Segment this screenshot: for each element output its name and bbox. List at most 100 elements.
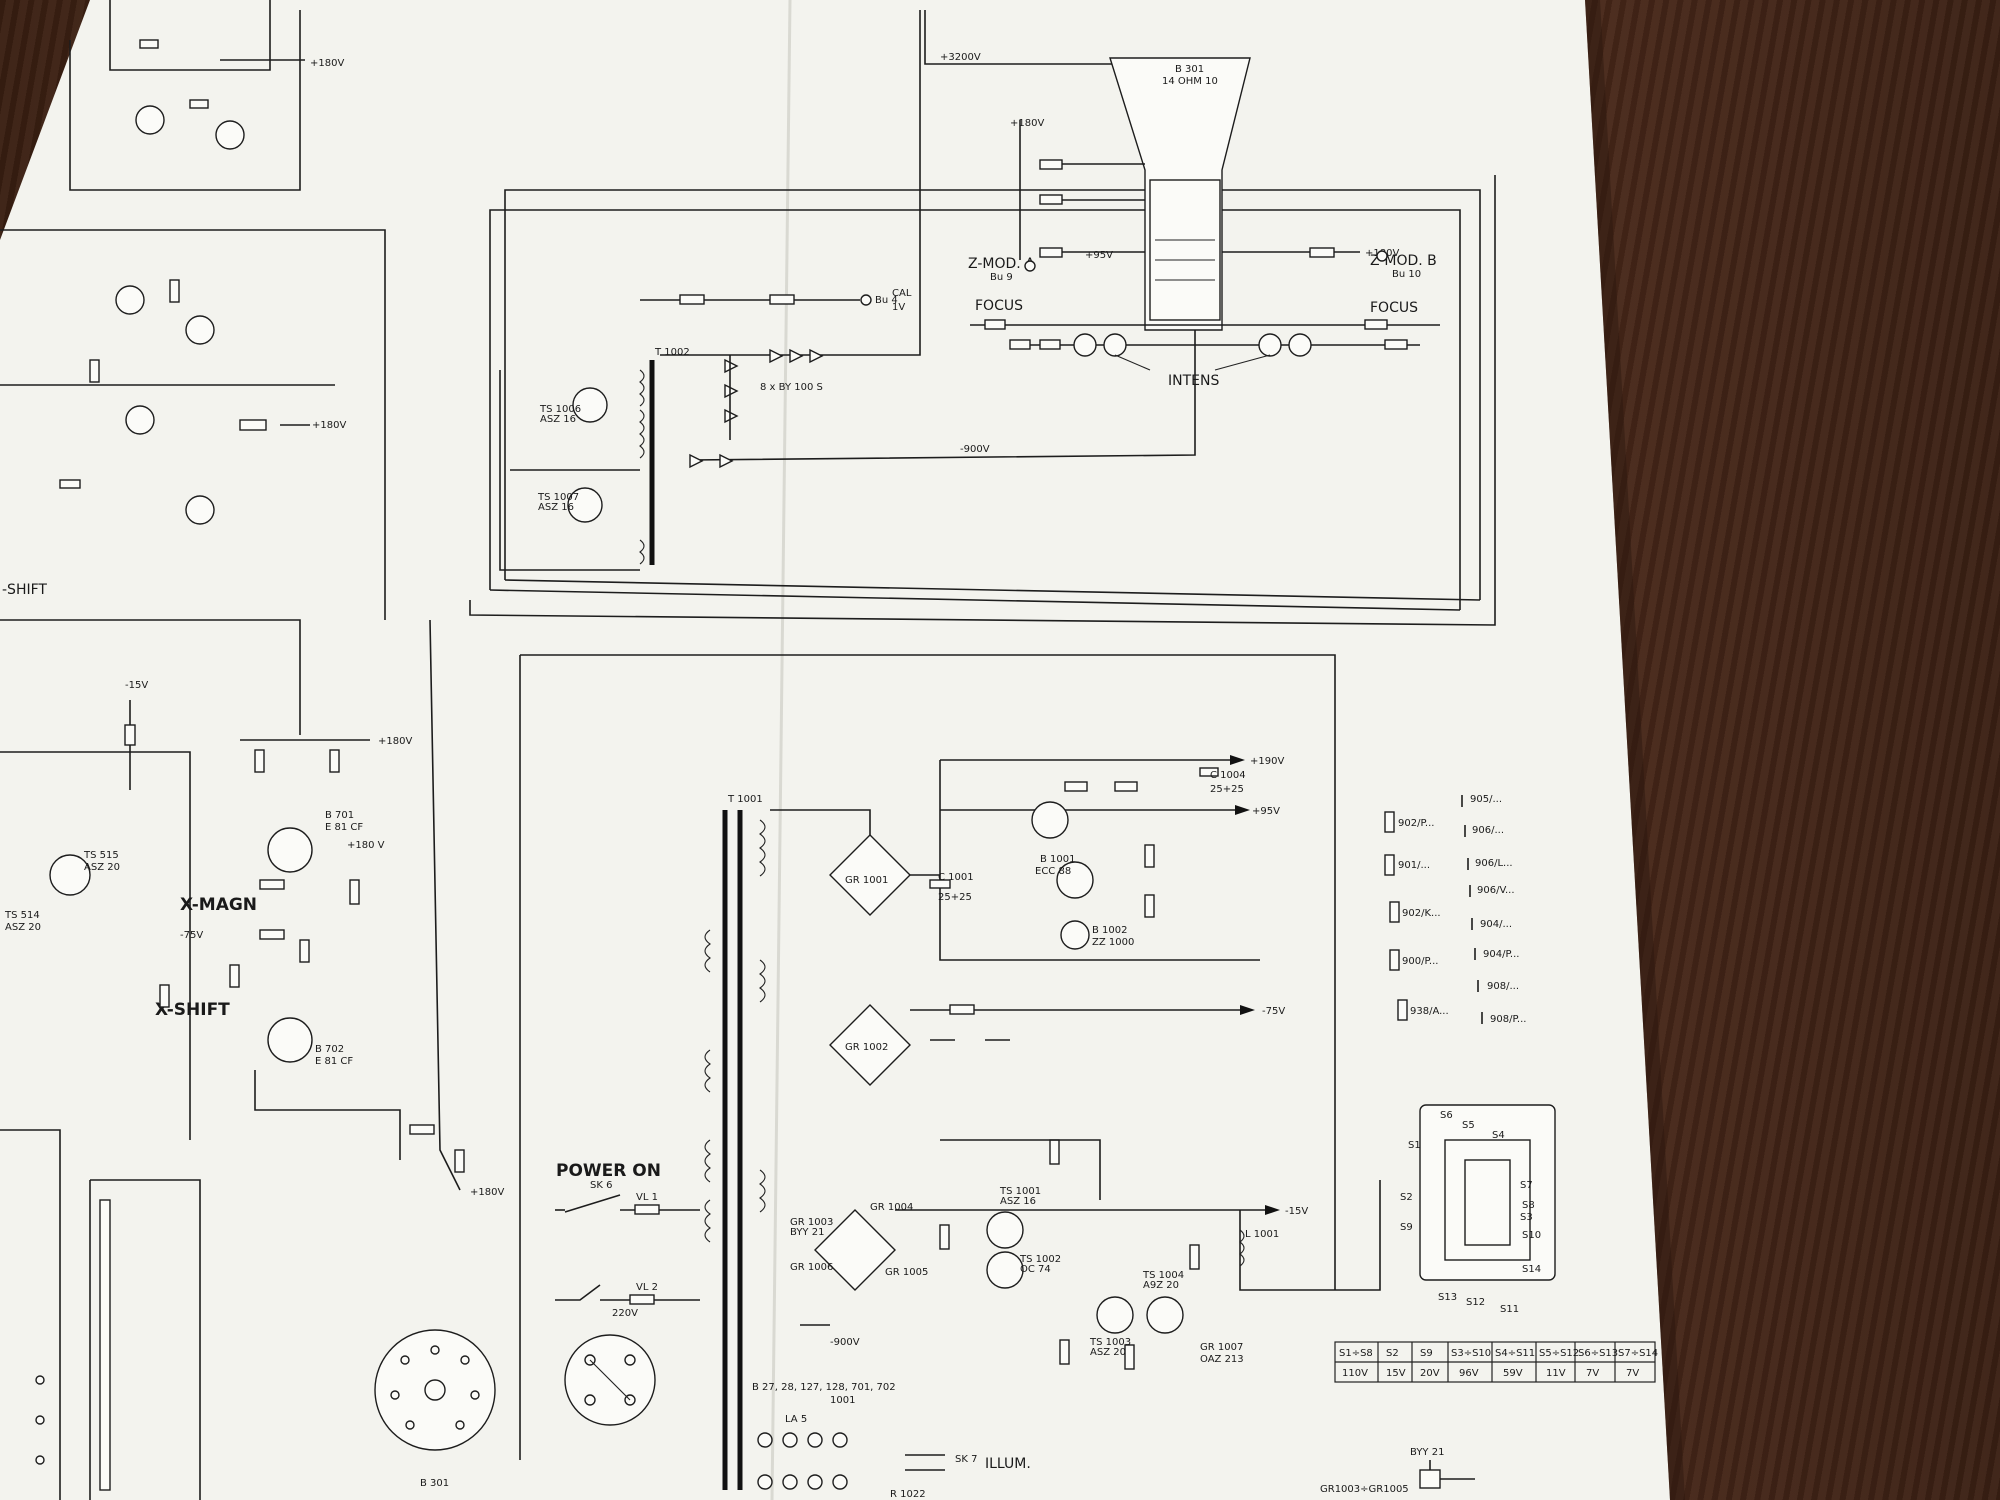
svg-text:901/...: 901/... [1398,860,1430,871]
focus-left-label: FOCUS [975,298,1023,314]
svg-text:TS 1006: TS 1006 [539,404,581,415]
svg-text:B 1001: B 1001 [1040,854,1076,865]
svg-text:S7: S7 [1520,1180,1533,1191]
svg-text:S8: S8 [1522,1200,1535,1211]
svg-text:TS 1007: TS 1007 [537,492,579,503]
svg-text:S3: S3 [1520,1212,1533,1223]
svg-text:VL 2: VL 2 [636,1282,658,1293]
svg-text:900/P...: 900/P... [1402,956,1438,967]
svg-text:E 81 CF: E 81 CF [315,1056,353,1067]
svg-text:TS 1002: TS 1002 [1019,1254,1061,1265]
svg-text:ASZ 20: ASZ 20 [84,862,120,873]
svg-text:ECC 88: ECC 88 [1035,866,1071,877]
svg-text:Bu 9: Bu 9 [990,272,1013,283]
z-mod-a-jack [1024,260,1036,272]
svg-text:GR 1004: GR 1004 [870,1202,913,1213]
svg-text:S14: S14 [1522,1264,1541,1275]
crt-name: B 301 [1175,64,1204,75]
table-cell: 110V [1342,1368,1368,1379]
svg-text:+180V: +180V [312,420,346,431]
svg-text:ASZ 16: ASZ 16 [540,414,576,425]
svg-text:S4: S4 [1492,1130,1505,1141]
svg-text:-75V: -75V [1262,1006,1285,1017]
svg-text:904/P...: 904/P... [1483,949,1519,960]
hv-diode-bank: 8 x BY 100 S -900V [660,10,1196,469]
svg-text:B 27, 28, 127, 128, 701, 702: B 27, 28, 127, 128, 701, 702 [752,1382,896,1393]
table-cell: 59V [1503,1368,1523,1379]
svg-text:VL 1: VL 1 [636,1192,658,1203]
svg-text:-75V: -75V [180,930,203,941]
transformer-layout: S6 S5 S4 S1 S7 S2 S8 S3 S9 S10 S14 S13 S… [1400,1104,1556,1315]
svg-text:GR 1005: GR 1005 [885,1267,928,1278]
svg-text:GR 1007: GR 1007 [1200,1342,1243,1353]
table-header: S3÷S10 [1451,1348,1491,1359]
svg-text:B 702: B 702 [315,1044,344,1055]
table-header: S5÷S12 [1539,1348,1579,1359]
svg-text:ASZ 16: ASZ 16 [1000,1196,1036,1207]
table-cell: 20V [1420,1368,1440,1379]
svg-text:ILLUM.: ILLUM. [985,1456,1031,1472]
svg-text:B 301: B 301 [420,1478,449,1489]
svg-text:25+25: 25+25 [1210,784,1244,795]
illumination-circuit: LA 5 ILLUM. SK 7 R 1022 [757,1414,1031,1500]
svg-text:T 1001: T 1001 [727,794,763,805]
power-on-label: POWER ON [556,1161,661,1181]
svg-text:1001: 1001 [830,1395,855,1406]
deflection-amplifier: -15V TS 515 ASZ 20 TS 514 ASZ 20 B 701 E… [0,619,504,1198]
svg-text:GR 1002: GR 1002 [845,1042,888,1053]
crt-lower-network [970,319,1440,371]
svg-text:TS 1003: TS 1003 [1089,1337,1131,1348]
svg-text:S11: S11 [1500,1304,1519,1315]
diode-outline [1419,1460,1475,1489]
hv-supply-line: +3200V [469,10,1496,626]
svg-text:E 81 CF: E 81 CF [325,822,363,833]
svg-text:C 1004: C 1004 [1210,770,1246,781]
svg-text:B 701: B 701 [325,810,354,821]
svg-text:GR 1006: GR 1006 [790,1262,833,1273]
svg-text:+180V: +180V [310,58,344,69]
x-magn-label: X-MAGN [180,895,257,915]
svg-text:+3200V: +3200V [940,52,981,63]
svg-text:-15V: -15V [1285,1206,1308,1217]
focus-right-label: FOCUS [1370,300,1418,316]
upper-left-amplifier: +180V +180V [0,0,386,735]
svg-text:+190V: +190V [1250,756,1284,767]
svg-text:1V: 1V [892,302,905,313]
svg-text:S10: S10 [1522,1230,1541,1241]
table-cell: 7V [1626,1368,1639,1379]
svg-text:SK 7: SK 7 [955,1454,977,1465]
svg-text:906/...: 906/... [1472,825,1504,836]
svg-text:OAZ 213: OAZ 213 [1200,1354,1244,1365]
table-header: S9 [1420,1348,1433,1359]
table-header: S2 [1386,1348,1399,1359]
svg-text:TS 1001: TS 1001 [999,1186,1041,1197]
y-shift-label: -SHIFT [2,582,47,598]
x-shift-label: X-SHIFT [155,1000,230,1020]
svg-text:-15V: -15V [125,680,148,691]
svg-text:C 1001: C 1001 [938,872,974,883]
svg-text:+180V: +180V [1010,118,1044,129]
voltage-table: S1÷S8 S2 S9 S3÷S10 S4÷S11 S5÷S12 S6÷S13 … [1334,1341,1658,1383]
paper-shadow [1585,0,1685,1500]
table-cell: 96V [1459,1368,1479,1379]
svg-text:Bu 4: Bu 4 [875,295,898,306]
svg-text:GR 1003: GR 1003 [790,1217,833,1228]
svg-text:B 1002: B 1002 [1092,925,1128,936]
svg-text:A9Z 20: A9Z 20 [1143,1280,1179,1291]
table-header: S6÷S13 [1578,1348,1618,1359]
table-header: S7÷S14 [1618,1348,1658,1359]
svg-text:T 1002: T 1002 [654,347,690,358]
cal-output: Bu 4 CAL 1V [640,288,912,313]
svg-text:ASZ 20: ASZ 20 [1090,1347,1126,1358]
table-cell: 7V [1586,1368,1599,1379]
svg-text:TS 515: TS 515 [83,850,119,861]
power-switch[interactable]: POWER ON SK 6 VL 1 VL 2 220V [555,1161,700,1319]
svg-text:ASZ 16: ASZ 16 [538,502,574,513]
svg-text:S6: S6 [1440,1110,1453,1121]
hv-converter: T 1002 TS 1006 ASZ 16 TS 1007 ASZ 16 [499,347,690,571]
svg-text:25+25: 25+25 [938,892,972,903]
svg-text:LA 5: LA 5 [785,1414,807,1425]
svg-text:+180 V: +180 V [347,840,385,851]
switch-decks [0,1129,201,1500]
svg-text:220V: 220V [612,1308,638,1319]
